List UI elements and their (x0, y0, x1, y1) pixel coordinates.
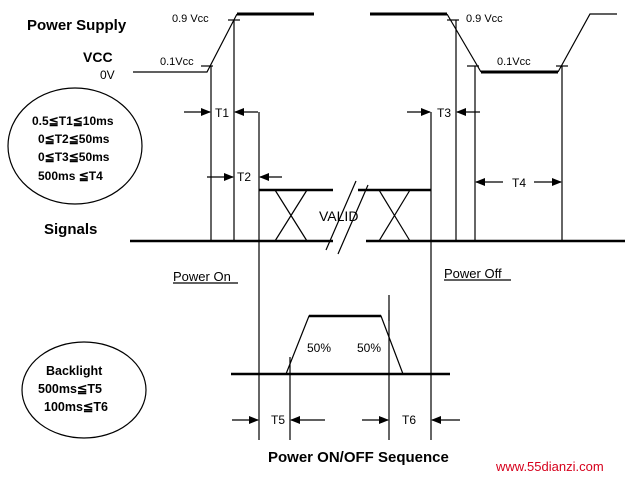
vcc-waveform-restart (557, 13, 617, 73)
valid-transition-right (378, 189, 411, 242)
t6-label: T6 (402, 413, 416, 427)
timing-line-2: 0≦T2≦50ms (38, 132, 110, 146)
power-off-label: Power Off (444, 266, 502, 281)
backlight-title: Backlight (46, 364, 103, 378)
backlight-ellipse (21, 341, 147, 439)
backlight-line-2: 100ms≦T6 (44, 400, 108, 414)
backlight-line-1: 500ms≦T5 (38, 382, 102, 396)
t1-label: T1 (215, 106, 229, 120)
backlight-waveform (285, 315, 404, 375)
signal-break-slashes (325, 180, 369, 255)
diagram-title: Power ON/OFF Sequence (268, 449, 449, 466)
t3-label: T3 (437, 106, 451, 120)
vcc-label: VCC (83, 49, 113, 65)
watermark-text: www.55dianzi.com (495, 459, 604, 474)
vcc-waveform-off (446, 13, 482, 73)
vcc-90-right-label: 0.9 Vcc (466, 13, 503, 25)
valid-label: VALID (319, 208, 358, 224)
t4-label: T4 (512, 176, 526, 190)
signals-label: Signals (44, 221, 97, 238)
power-on-label: Power On (173, 269, 231, 284)
t5-label: T5 (271, 413, 285, 427)
vcc-10-right-label: 0.1Vcc (497, 56, 531, 68)
timing-line-4: 500ms ≦T4 (38, 169, 103, 183)
t2-label: T2 (237, 170, 251, 184)
timing-line-3: 0≦T3≦50ms (38, 150, 110, 164)
valid-transition-left (274, 189, 308, 242)
pct-rise-label: 50% (307, 341, 331, 355)
power-supply-label: Power Supply (27, 17, 127, 34)
timing-line-1: 0.5≦T1≦10ms (32, 114, 114, 128)
pct-fall-label: 50% (357, 341, 381, 355)
vcc-90-left-label: 0.9 Vcc (172, 13, 209, 25)
zero-v-label: 0V (100, 68, 115, 82)
timing-ellipse (7, 87, 143, 205)
vcc-waveform-on (133, 13, 238, 73)
vcc-10-left-label: 0.1Vcc (160, 56, 194, 68)
